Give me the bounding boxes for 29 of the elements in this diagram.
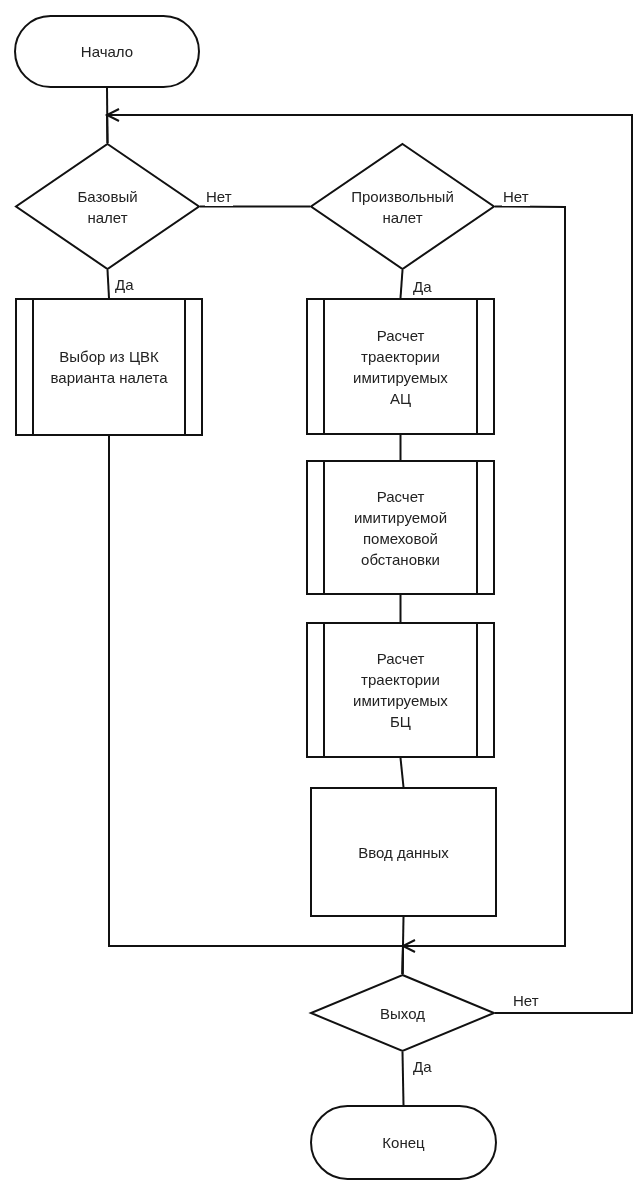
node-label: Начало bbox=[80, 42, 134, 62]
connector bbox=[399, 594, 402, 623]
connector bbox=[401, 916, 405, 975]
terminator-shape bbox=[14, 15, 200, 88]
node-label: Расчет имитируемой помеховой обстановки bbox=[352, 486, 449, 570]
process-box bbox=[310, 787, 497, 917]
node-label: Конец bbox=[382, 1133, 425, 1153]
node-label: Выход bbox=[380, 1003, 425, 1024]
subprocess-box bbox=[306, 622, 495, 758]
terminator-shape bbox=[310, 1105, 497, 1180]
connector bbox=[199, 205, 311, 208]
subprocess-box bbox=[15, 298, 203, 436]
node-label: Ввод данных bbox=[358, 842, 449, 863]
node-label: Произвольный налет bbox=[350, 186, 455, 228]
node-label: Расчет траектории имитируемых АЦ bbox=[352, 325, 449, 409]
connector bbox=[399, 269, 404, 299]
connector bbox=[106, 269, 110, 299]
subprocess-box bbox=[306, 298, 495, 435]
decision-diamond bbox=[310, 143, 495, 270]
connector bbox=[399, 434, 402, 461]
node-label: Расчет траектории имитируемых БЦ bbox=[352, 649, 449, 732]
connector bbox=[399, 757, 405, 788]
node-label: Выбор из ЦВК варианта налета bbox=[49, 347, 169, 388]
node-label: Базовый налет bbox=[76, 186, 139, 228]
decision-diamond bbox=[310, 974, 495, 1052]
connector bbox=[401, 1051, 405, 1106]
decision-diamond bbox=[15, 143, 200, 270]
connector bbox=[104, 108, 633, 1014]
subprocess-box bbox=[306, 460, 495, 595]
